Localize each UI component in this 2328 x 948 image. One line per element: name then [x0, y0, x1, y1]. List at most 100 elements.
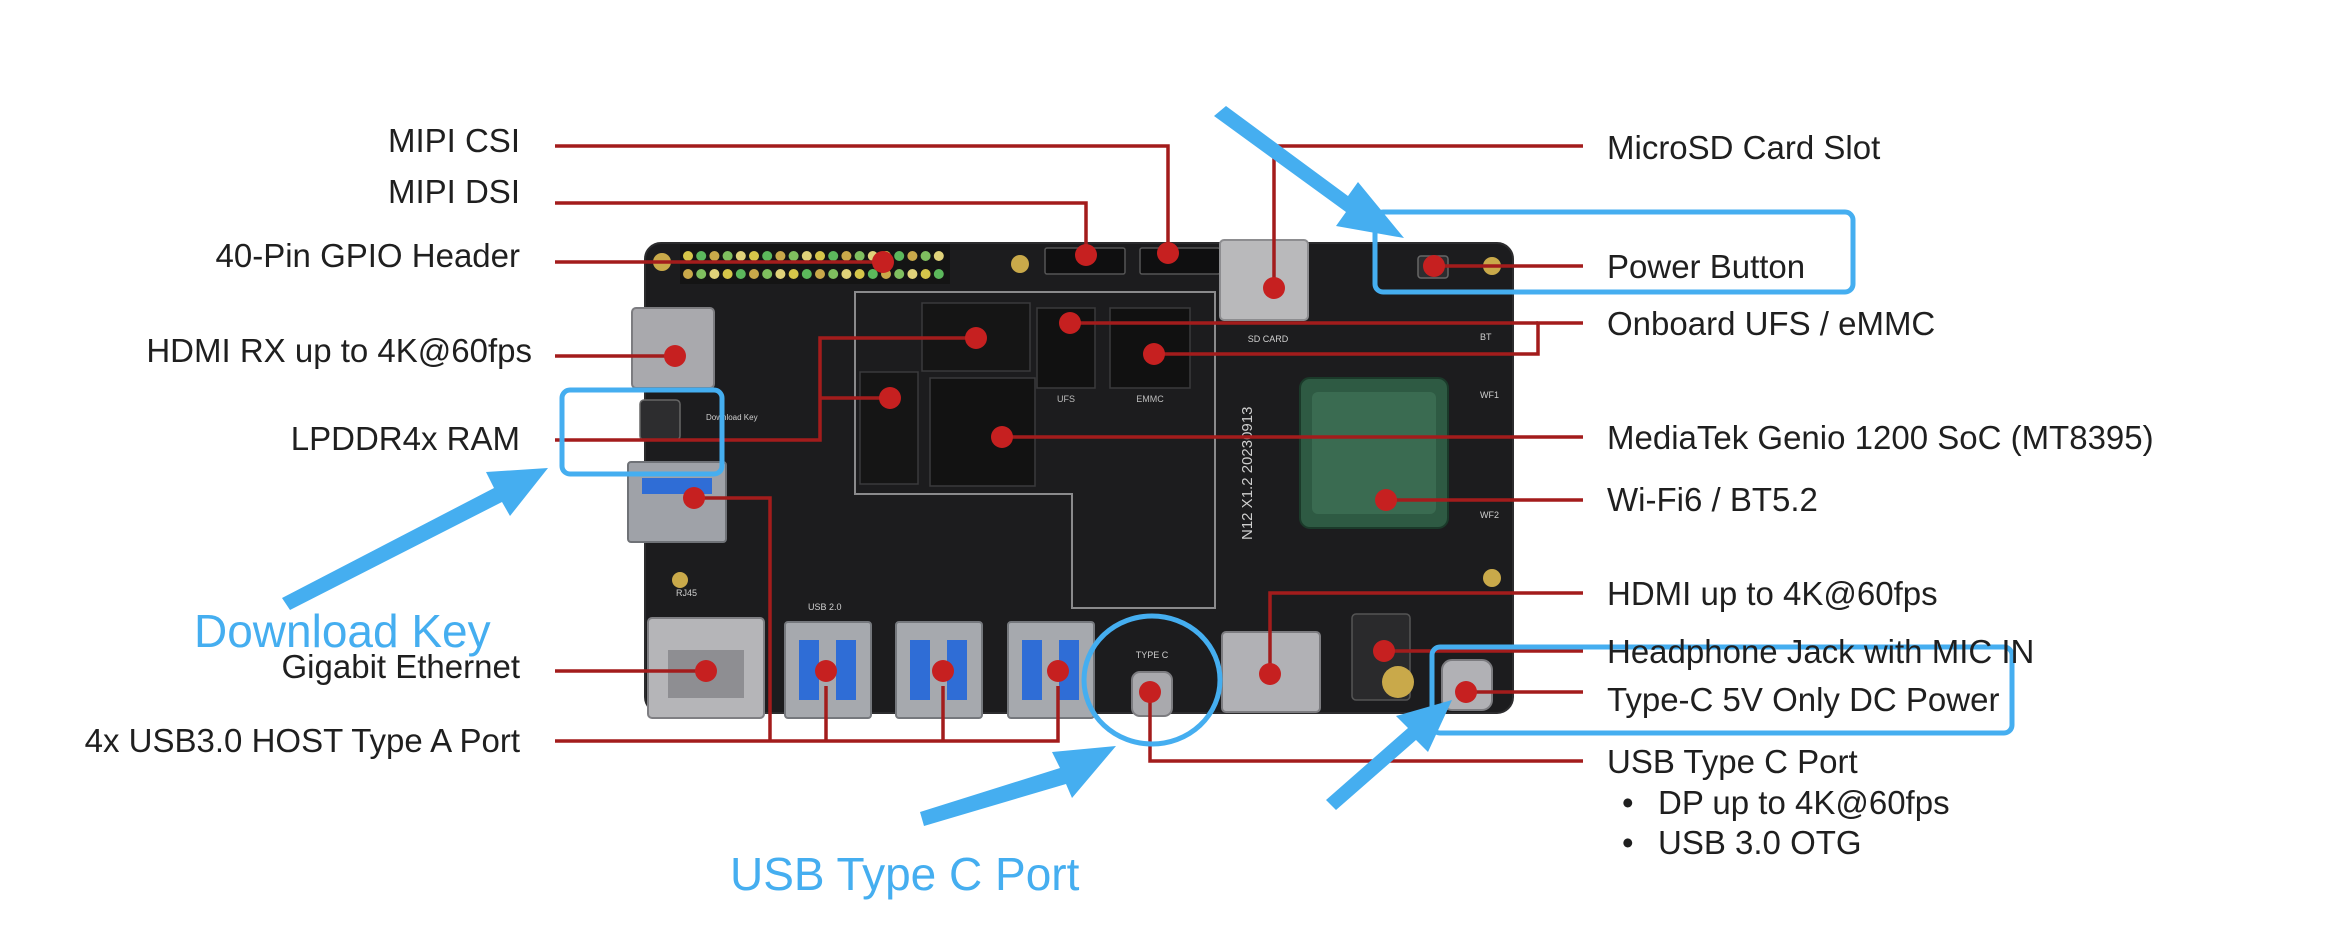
gpio-pin [907, 251, 918, 261]
gpio-pin [828, 269, 839, 279]
gpio-pin [933, 269, 944, 279]
label-ram: LPDDR4x RAM [290, 420, 520, 457]
arrow-download-key [282, 468, 548, 610]
bullet-otg-text: USB 3.0 OTG [1658, 824, 1862, 861]
marker-mipi-csi [1157, 242, 1179, 264]
gpio-pin [696, 269, 707, 279]
marker-usb3-1 [815, 660, 837, 682]
gpio-pin [920, 251, 931, 261]
bullet-dot: • [1622, 824, 1634, 861]
gpio-pin [775, 269, 786, 279]
gpio-pin [801, 251, 812, 261]
gpio-pin [894, 269, 905, 279]
label-power-button: Power Button [1607, 248, 1806, 285]
marker-usb-c [1139, 681, 1161, 703]
wifi-module-shield [1312, 392, 1436, 514]
gpio-pin [775, 251, 786, 261]
gpio-pin [841, 251, 852, 261]
gpio-pin [762, 251, 773, 261]
marker-usb3-left [683, 487, 705, 509]
label-microsd: MicroSD Card Slot [1607, 129, 1881, 166]
label-ethernet: Gigabit Ethernet [281, 648, 520, 685]
bullet-dot: • [1622, 784, 1634, 821]
leader-lines [555, 144, 1583, 763]
marker-ram-top [965, 327, 987, 349]
label-dc-power: Type-C 5V Only DC Power [1607, 681, 2000, 718]
gpio-pin [722, 251, 733, 261]
download-key-button [639, 399, 681, 441]
compute-module-outline [854, 291, 1216, 609]
leader-mipi-csi [555, 144, 1170, 253]
gpio-pin [709, 269, 720, 279]
gpio-pin [867, 269, 878, 279]
marker-dc-power [1455, 681, 1477, 703]
gpio-pin [920, 269, 931, 279]
label-headphone: Headphone Jack with MIC IN [1607, 633, 2035, 670]
gpio-pin [815, 269, 825, 279]
gpio-pin [815, 251, 825, 261]
marker-emmc [1143, 343, 1165, 365]
blue-annotations [559, 209, 2015, 747]
mounting-hole-bottom-right [1483, 569, 1501, 587]
gpio-pin [894, 251, 905, 261]
gpio-pin [683, 251, 693, 261]
gpio-pin [735, 269, 746, 279]
gpio-pin [854, 251, 865, 261]
silk-bt: BT [1480, 332, 1492, 342]
silk-usb-20: USB 2.0 [808, 602, 842, 612]
silk-board-id: N12 X1.2 20230913 [1239, 407, 1256, 540]
gpio-pin [709, 251, 720, 261]
silk-wf2: WF2 [1480, 510, 1499, 520]
label-soc: MediaTek Genio 1200 SoC (MT8395) [1607, 419, 2154, 456]
gpio-pin [828, 251, 839, 261]
gpio-pin [696, 251, 707, 261]
marker-microsd [1263, 277, 1285, 299]
marker-soc [991, 426, 1013, 448]
silk-download-key: Download Key [706, 413, 758, 422]
marker-power-button [1423, 255, 1445, 277]
arrow-dc-power [1326, 700, 1452, 810]
bullet-otg: • USB 3.0 OTG [1622, 823, 1862, 863]
soc-chip [929, 377, 1036, 487]
mipi-csi-connector [1139, 247, 1221, 275]
marker-usb3-2 [932, 660, 954, 682]
leader-hdmi-out [1268, 591, 1583, 674]
highlight-usb-c [1081, 613, 1223, 747]
leader-ram [555, 336, 976, 442]
leader-usb3-left [694, 496, 772, 741]
gpio-pin [762, 269, 773, 279]
note-download-key: Download Key [194, 605, 491, 657]
label-gpio-header: 40-Pin GPIO Header [215, 237, 520, 274]
gpio-pin [841, 269, 852, 279]
silk-rj45: RJ45 [676, 588, 697, 598]
label-hdmi-out: HDMI up to 4K@60fps [1607, 575, 1938, 612]
label-mipi-csi: MIPI CSI [387, 122, 520, 159]
headphone-jack-hole [1382, 666, 1414, 698]
leader-mipi-dsi [555, 201, 1088, 255]
silk-type-c: TYPE C [1136, 650, 1169, 660]
label-mipi-dsi: MIPI DSI [387, 173, 520, 210]
marker-dots [664, 242, 1477, 703]
highlight-dc-power [1429, 644, 2015, 736]
gpio-pin [683, 269, 693, 279]
marker-hdmi-rx [664, 345, 686, 367]
microsd-slot [1219, 239, 1309, 321]
mounting-hole-mid [1011, 255, 1029, 273]
bullet-dp-text: DP up to 4K@60fps [1658, 784, 1950, 821]
marker-ethernet [695, 660, 717, 682]
marker-wifi [1375, 489, 1397, 511]
mounting-hole-bottom-left [672, 572, 688, 588]
silk-sd-card: SD CARD [1248, 334, 1289, 344]
gpio-pin [907, 269, 918, 279]
blue-arrows [282, 106, 1452, 826]
highlight-power-button [1372, 209, 1856, 295]
gpio-pin [854, 269, 865, 279]
leader-usb3-host [555, 686, 1060, 743]
gpio-pin [749, 251, 759, 261]
marker-ram-left [879, 387, 901, 409]
gpio-header [680, 244, 950, 284]
marker-usb3-3 [1047, 660, 1069, 682]
silk-ufs: UFS [1057, 394, 1075, 404]
